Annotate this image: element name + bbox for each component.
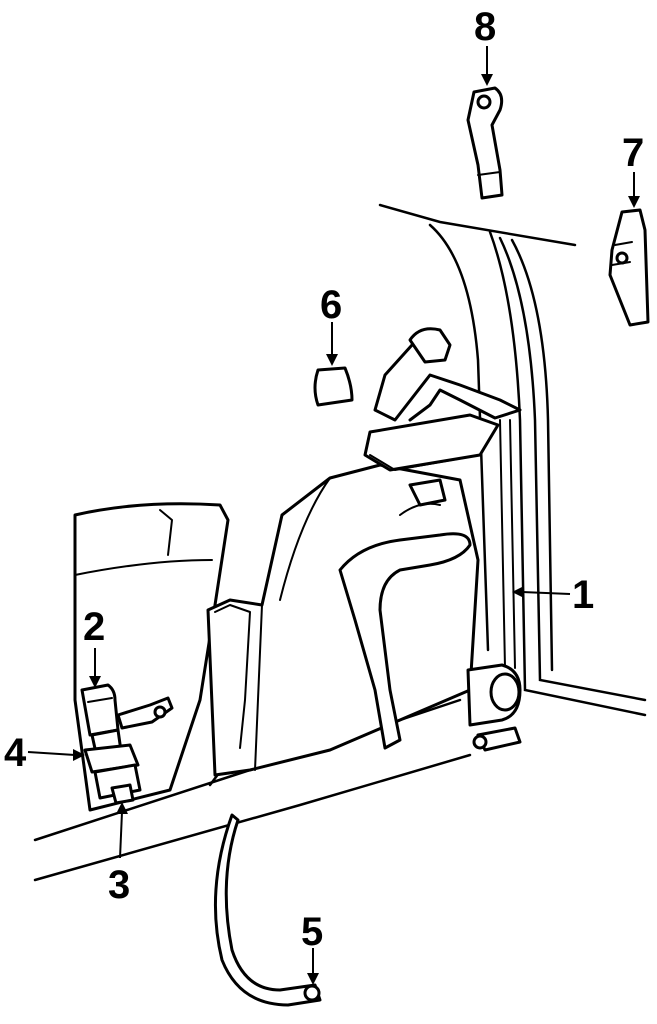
callout-6: 6 (320, 283, 342, 327)
callout-1: 1 (572, 573, 594, 617)
quarter-trim-panel (206, 463, 480, 777)
body-outline (33, 203, 647, 882)
upper-bracket (466, 86, 504, 200)
buckle-assembly (80, 683, 174, 805)
callout-4: 4 (4, 731, 27, 775)
callout-numbers: 1 2 3 4 5 6 7 8 (4, 5, 644, 954)
lower-trim-molding (213, 813, 322, 1007)
callout-3: 3 (108, 863, 130, 907)
height-adjuster (608, 208, 650, 327)
callout-7: 7 (622, 131, 644, 175)
callout-5: 5 (301, 910, 323, 954)
callout-2: 2 (83, 605, 105, 649)
callout-leaders (27, 46, 640, 985)
seat-belt-retractor-assembly (363, 327, 522, 752)
cover-cap (313, 366, 354, 407)
callout-8: 8 (474, 5, 496, 49)
